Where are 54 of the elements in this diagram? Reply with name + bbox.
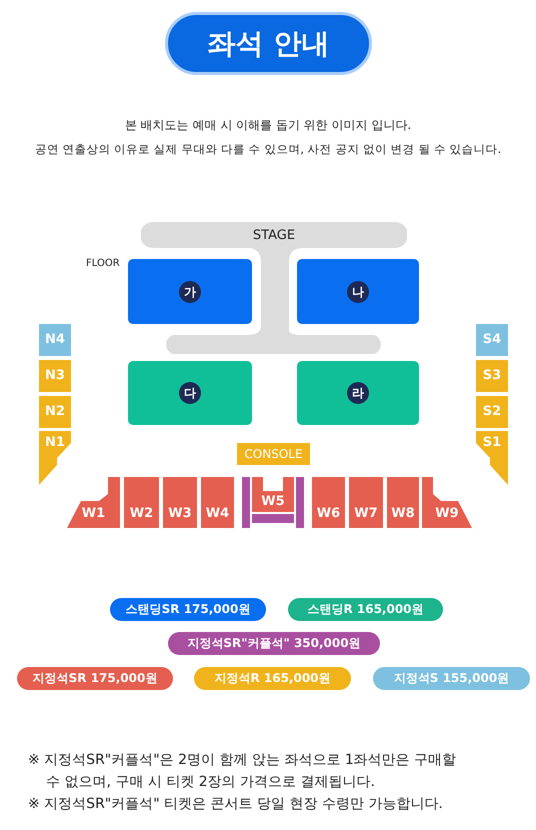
stage-label: STAGE [252,228,296,244]
price-tag: 스탠딩SR 175,000원 [110,598,266,621]
section-label: S3 [482,368,502,384]
section-label: S1 [482,435,502,451]
footnote-text: ※ 지정석SR"커플석" 티켓은 콘서트 당일 현장 수령만 가능합니다. [28,795,444,814]
seat-section [476,324,508,356]
seat-section [312,477,345,528]
floor-section [128,361,252,425]
seat-section [349,477,383,528]
price-tag: 지정석SR 175,000원 [17,667,173,690]
title-banner: 좌석 안내 [165,12,372,75]
seat-section [39,431,71,485]
seat-section [387,477,419,528]
section-label: W5 [260,494,286,510]
section-label: W7 [353,506,379,522]
section-label: W2 [128,506,154,522]
seat-section [39,396,71,428]
section-label: N4 [44,332,66,348]
section-label: W8 [390,506,416,522]
floor-section [297,259,419,324]
notice-text: 본 배치도는 예매 시 이해를 돕기 위한 이미지 입니다. [124,117,412,134]
seat-section [476,431,508,485]
area-label: FLOOR [86,258,120,269]
section-label: N3 [44,368,66,384]
notice-text: 공연 연출상의 이유로 실제 무대와 다를 수 있으며, 사전 공지 없이 변경 될 수 있습니다. [34,142,502,157]
console-label: CONSOLE [243,446,304,462]
seat-section [39,360,71,392]
seat-section [67,477,120,528]
section-label: W9 [434,506,460,522]
seat-section [476,360,508,392]
footnote-text: ※ 지정석SR"커플석"은 2명이 함께 앉는 좌석으로 1좌석만은 구매할 수 없으며, 구매 시 티켓 2장의 가격으로 결제됩니다. [28,751,458,792]
seat-section [163,477,197,528]
stage-area [141,222,407,354]
section-label: W4 [204,506,230,522]
section-label: S4 [482,332,502,348]
section-label: N1 [44,435,66,451]
section-label: W6 [316,506,342,522]
section-label: N2 [44,404,66,420]
price-tag: 지정석SR"커플석" 350,000원 [168,632,380,655]
seat-section [124,477,159,528]
floor-section [128,259,252,324]
seat-section [242,477,304,528]
price-tag: 지정석S 155,000원 [373,667,530,690]
price-tag: 스탠딩R 165,000원 [288,598,443,621]
floor-section [297,361,419,425]
section-label: S2 [482,404,502,420]
seat-section [476,396,508,428]
section-label: W1 [80,506,106,522]
seat-section [39,324,71,356]
seat-section [201,477,234,528]
seat-section [422,477,472,528]
console-area [237,443,310,465]
price-tag: 지정석R 165,000원 [194,667,351,690]
section-label: W3 [167,506,193,522]
